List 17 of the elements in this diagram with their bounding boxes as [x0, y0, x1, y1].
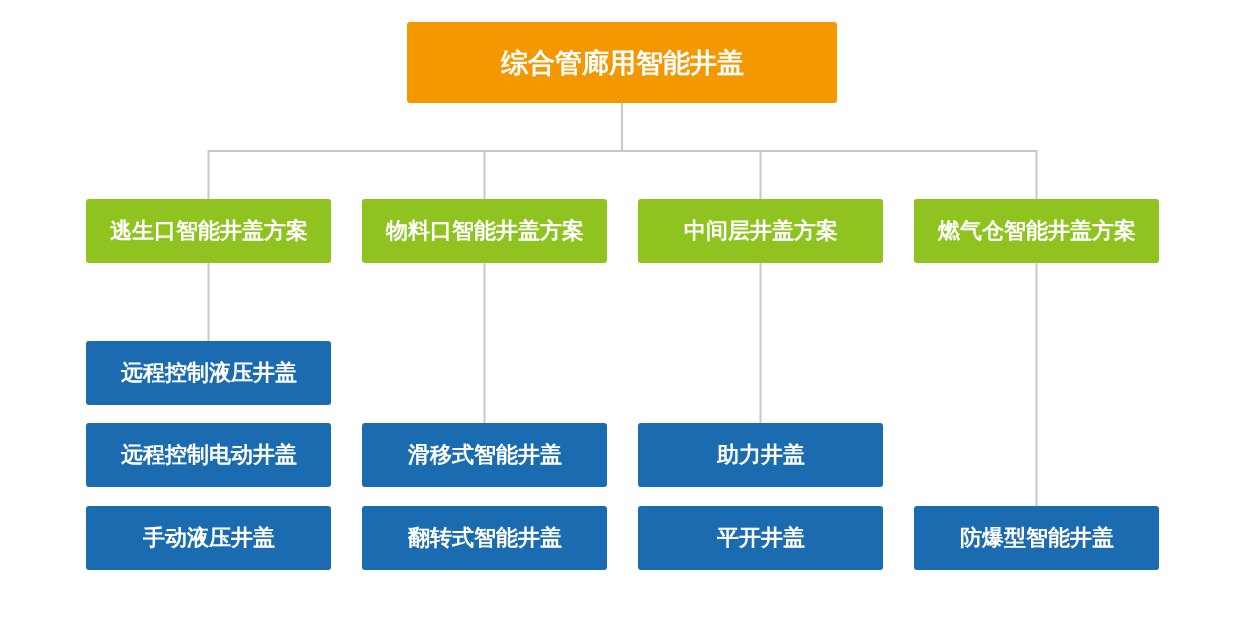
connector-line: [207, 262, 210, 342]
category-box: 逃生口智能井盖方案: [86, 199, 331, 263]
product-box: 滑移式智能井盖: [362, 423, 607, 487]
product-box: 平开井盖: [638, 506, 883, 570]
title-box: 综合管廊用智能井盖: [407, 22, 837, 103]
connector-line: [483, 262, 486, 424]
category-box: 物料口智能井盖方案: [362, 199, 607, 263]
product-box: 助力井盖: [638, 423, 883, 487]
category-box: 中间层井盖方案: [638, 199, 883, 263]
category-box: 燃气仓智能井盖方案: [914, 199, 1159, 263]
connector-line: [1035, 262, 1038, 507]
product-box: 翻转式智能井盖: [362, 506, 607, 570]
product-box: 远程控制电动井盖: [86, 423, 331, 487]
connector-line: [759, 262, 762, 424]
product-box: 防爆型智能井盖: [914, 506, 1159, 570]
product-box: 远程控制液压井盖: [86, 341, 331, 405]
product-box: 手动液压井盖: [86, 506, 331, 570]
